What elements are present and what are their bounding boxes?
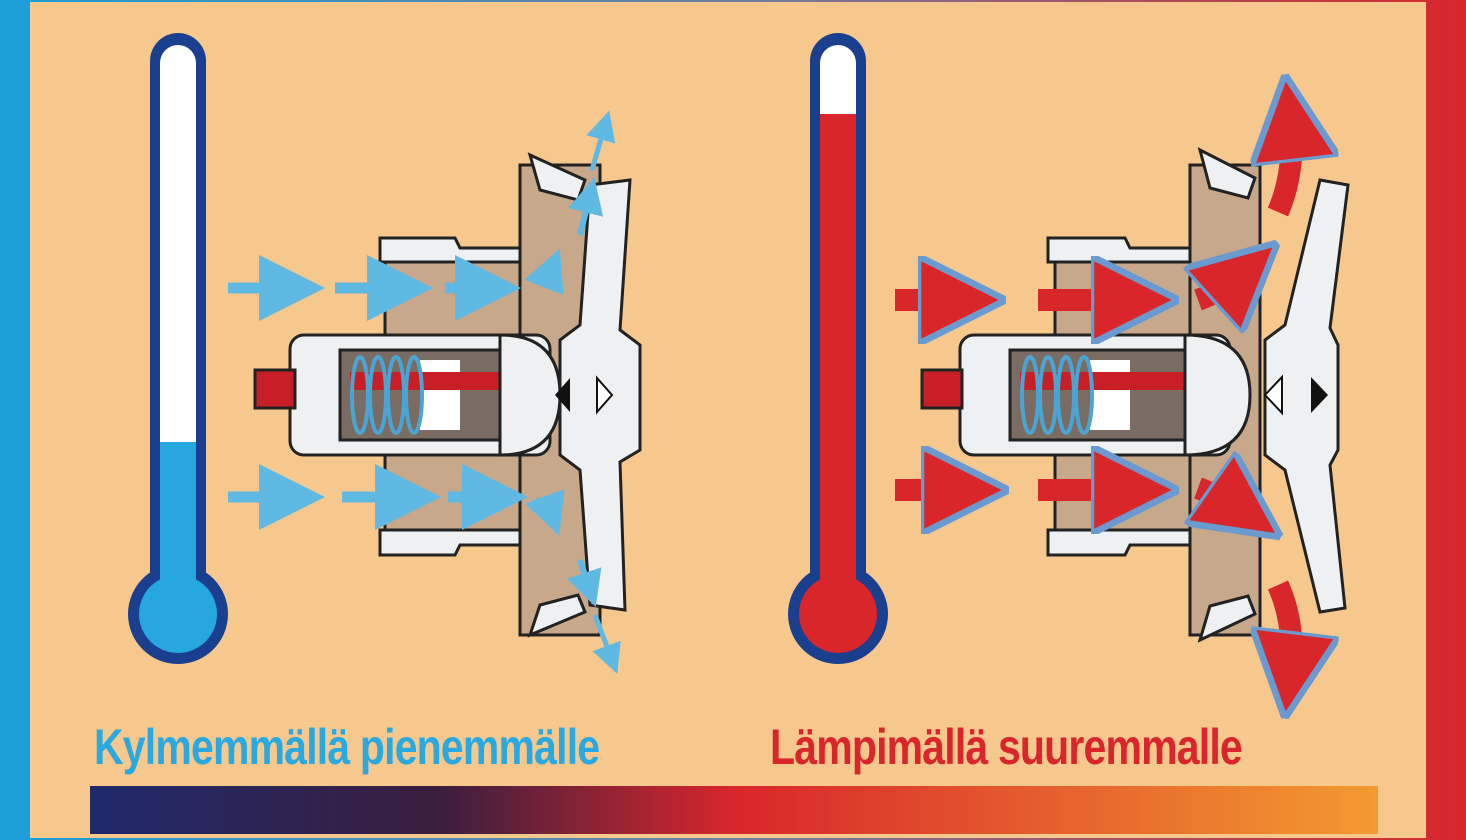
double-arrow-icon [555, 375, 614, 415]
warm-thermometer-icon [788, 33, 888, 664]
cold-flow-arrows [228, 110, 621, 675]
double-arrow-icon [1263, 374, 1328, 416]
warm-flow-arrows [895, 118, 1292, 675]
cold-thermometer-icon [128, 33, 228, 664]
warm-caption: Lämpimällä suuremmalle [770, 719, 1243, 775]
cold-caption: Kylmemmällä pienemmälle [94, 719, 600, 775]
temperature-gradient-bar [90, 786, 1378, 834]
